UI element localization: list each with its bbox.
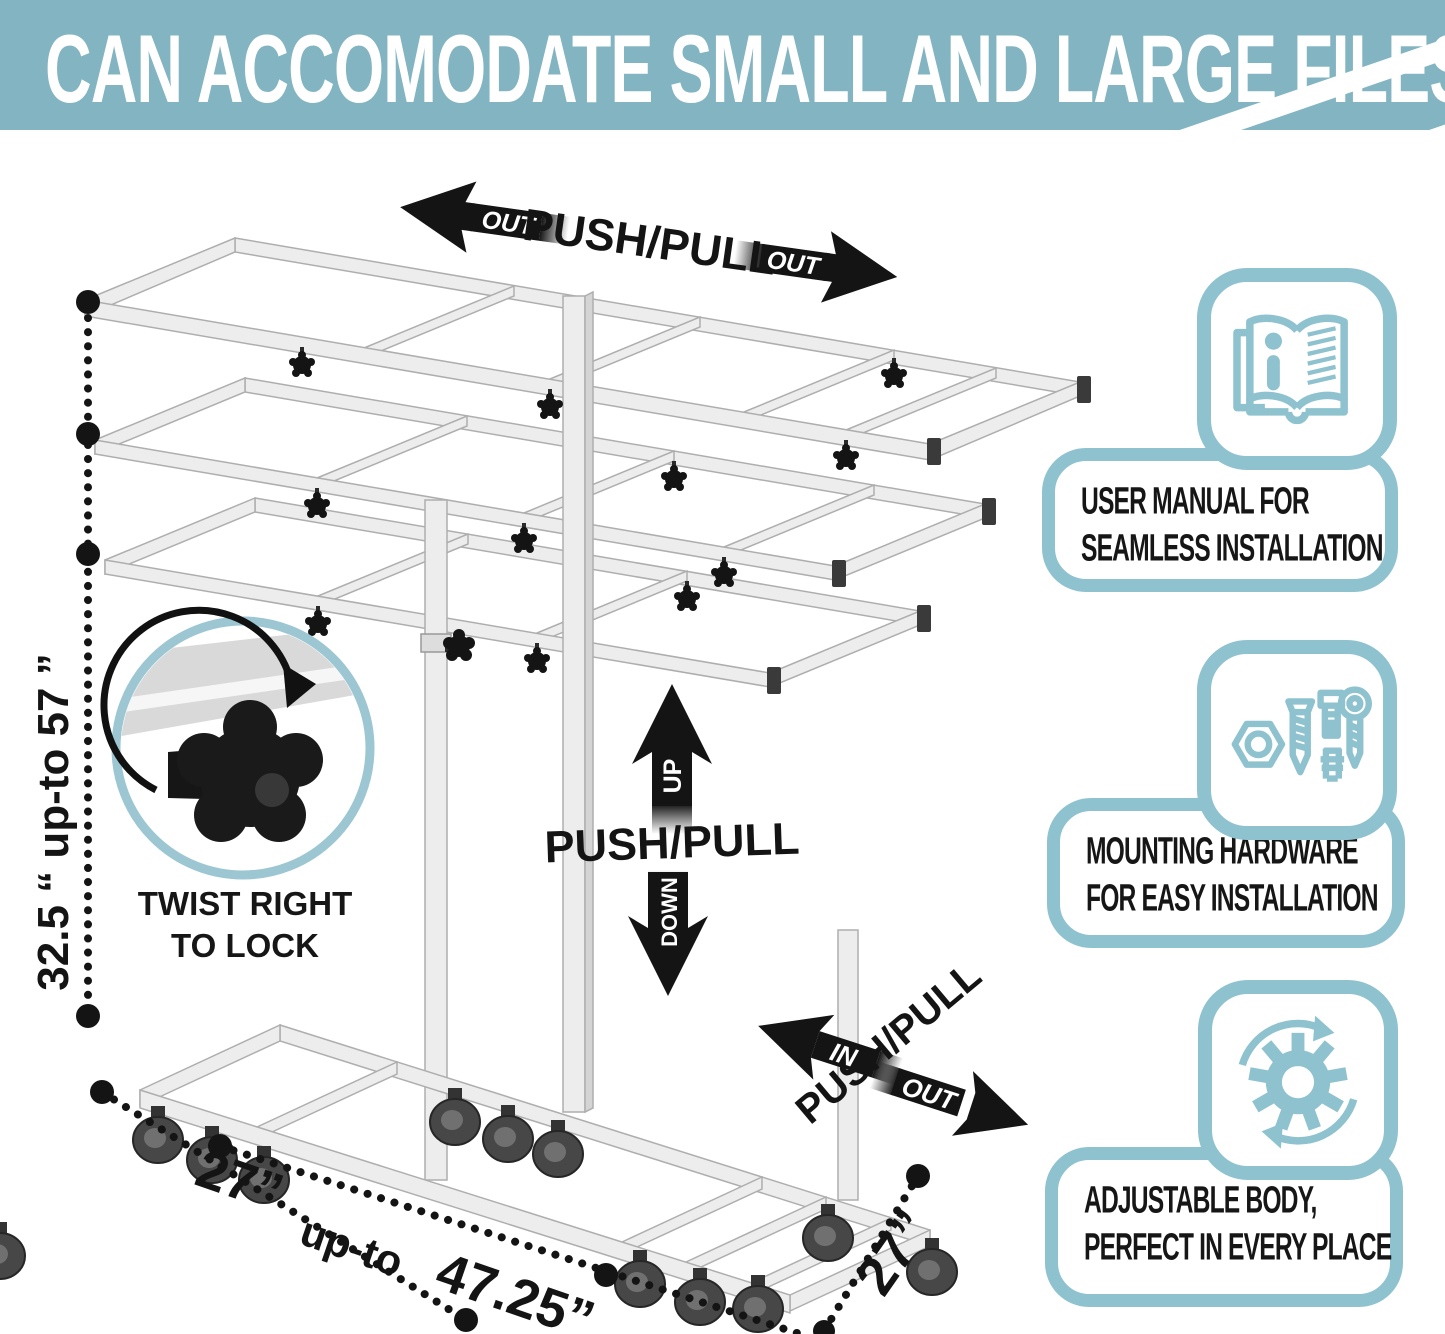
height-dimension-label: 32.5 “ up-to 57 ” <box>29 653 78 990</box>
to-lock-label: TO LOCK <box>171 927 319 964</box>
mounting-hardware-badge <box>1197 640 1397 840</box>
width-max-dim-line <box>216 1142 804 1334</box>
knob-inset <box>100 606 375 880</box>
width-min-dim-line <box>98 1088 470 1324</box>
inset-knob <box>168 700 323 842</box>
middle-push-pull-annotation: UP PUSH/PULL DOWN <box>544 684 801 996</box>
adjustable-body-icon <box>1238 1015 1358 1149</box>
middle-push-pull-label: PUSH/PULL <box>544 813 801 873</box>
shelf-tier-2 <box>94 376 986 582</box>
mounting-hardware-icon <box>1231 686 1372 782</box>
rack-frame <box>84 236 1081 1315</box>
banner: CAN ACCOMODATE SMALL AND LARGE FILES <box>0 0 1445 130</box>
bottom-push-pull-annotation: PUSH/PULL IN OUT <box>758 953 1029 1136</box>
left-post <box>420 499 452 1181</box>
callout-text: FOR EASY INSTALLATION <box>1086 878 1379 920</box>
base-frame <box>139 1023 931 1315</box>
up-label: UP <box>659 759 687 794</box>
dimension-dots <box>76 290 930 1334</box>
twist-arrow-icon <box>100 606 316 794</box>
width-upto-label: up-to <box>295 1207 410 1286</box>
top-push-pull-label: PUSH/PULL <box>520 199 780 285</box>
twist-right-label: TWIST RIGHT <box>138 885 352 922</box>
depth-dim-line <box>820 1172 922 1334</box>
callout-text: SEAMLESS INSTALLATION <box>1081 528 1384 570</box>
shelf-tier-1 <box>84 236 1081 462</box>
banner-title: CAN ACCOMODATE SMALL AND LARGE FILES <box>45 15 1445 124</box>
user-manual-icon <box>1233 314 1348 425</box>
user-manual-badge <box>1197 268 1397 470</box>
callout-text: ADJUSTABLE BODY, <box>1084 1180 1317 1222</box>
center-post <box>562 290 594 1114</box>
out-bottom-label: OUT <box>898 1071 961 1117</box>
post-knob <box>443 629 475 661</box>
adjustable-body-badge <box>1198 980 1398 1180</box>
callout-user-manual: USER MANUAL FOR SEAMLESS INSTALLATION <box>1042 448 1398 592</box>
callout-text: USER MANUAL FOR <box>1081 481 1310 523</box>
down-label: DOWN <box>657 877 682 947</box>
out-right-label: OUT <box>765 246 824 281</box>
callout-text: PERFECT IN EVERY PLACE <box>1084 1227 1392 1269</box>
